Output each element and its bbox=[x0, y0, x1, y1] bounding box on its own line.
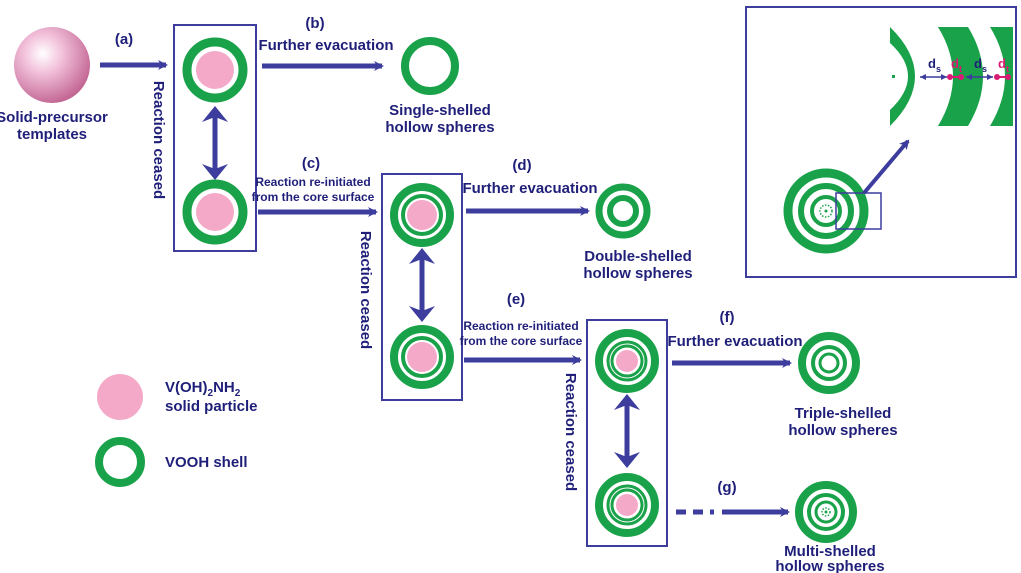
step-g-label: (g) bbox=[717, 479, 736, 496]
further-evacuation-d: Further evacuation bbox=[462, 180, 597, 197]
legend-particle-desc: solid particle bbox=[165, 398, 258, 415]
triple-shelled-sphere bbox=[798, 332, 860, 394]
stage3-box bbox=[586, 319, 668, 547]
triple-label-1: Triple-shelled bbox=[795, 405, 892, 422]
stage1-double-arrow bbox=[202, 106, 228, 180]
reinitiated-e-2: from the core surface bbox=[460, 334, 583, 348]
precursor-label-1: Solid-precursor bbox=[0, 109, 108, 126]
inset-ds-label-2: ds bbox=[974, 56, 987, 74]
multi-label-2: hollow spheres bbox=[775, 558, 884, 573]
step-b-label: (b) bbox=[305, 15, 324, 32]
step-f-label: (f) bbox=[720, 309, 735, 326]
stage3-top-particle bbox=[595, 329, 659, 393]
single-label-1: Single-shelled bbox=[389, 102, 491, 119]
multi-label-1: Multi-shelled bbox=[784, 543, 876, 560]
reinitiated-c-2: from the core surface bbox=[252, 190, 375, 204]
reinitiated-e-1: Reaction re-initiated bbox=[463, 319, 578, 333]
further-evacuation-f: Further evacuation bbox=[667, 333, 802, 350]
inset-zoom-region bbox=[835, 192, 882, 230]
inset-dt-label-2: dt bbox=[998, 56, 1009, 74]
stage1-top-particle bbox=[182, 37, 248, 103]
stage2-top-particle bbox=[390, 183, 454, 247]
legend-particle-formula: V(OH)2NH2 bbox=[165, 379, 241, 399]
legend-particle-swatch bbox=[97, 374, 143, 420]
inset-box bbox=[745, 6, 1017, 278]
inset-concentric-sphere bbox=[783, 168, 869, 254]
reaction-ceased-2: Reaction ceased bbox=[357, 231, 374, 349]
step-a-label: (a) bbox=[115, 31, 133, 48]
precursor-sphere bbox=[14, 27, 90, 103]
stage2-box bbox=[381, 173, 463, 401]
double-label-2: hollow spheres bbox=[583, 265, 692, 282]
double-shelled-sphere bbox=[595, 183, 651, 239]
step-c-label: (c) bbox=[302, 155, 320, 172]
triple-label-2: hollow spheres bbox=[788, 422, 897, 439]
inset-spacing-arrows bbox=[920, 74, 1011, 80]
single-label-2: hollow spheres bbox=[385, 119, 494, 136]
stage3-bottom-particle bbox=[595, 473, 659, 537]
single-shelled-sphere bbox=[401, 37, 459, 95]
double-label-1: Double-shelled bbox=[584, 248, 692, 265]
step-e-label: (e) bbox=[507, 291, 525, 308]
stage3-double-arrow bbox=[614, 394, 640, 468]
step-d-label: (d) bbox=[512, 157, 531, 174]
stage2-bottom-particle bbox=[390, 325, 454, 389]
inset-ds-label-1: ds bbox=[928, 56, 941, 74]
stage2-double-arrow bbox=[409, 248, 435, 322]
stage1-bottom-particle bbox=[182, 179, 248, 245]
inset-dt-label-1: dt bbox=[951, 56, 962, 74]
reaction-ceased-1: Reaction ceased bbox=[150, 81, 167, 199]
reaction-ceased-3: Reaction ceased bbox=[562, 373, 579, 491]
multi-shelled-sphere bbox=[795, 481, 857, 543]
legend-shell-swatch bbox=[95, 437, 145, 487]
further-evacuation-b: Further evacuation bbox=[258, 37, 393, 54]
reinitiated-c-1: Reaction re-initiated bbox=[255, 175, 370, 189]
legend-shell-label: VOOH shell bbox=[165, 454, 248, 471]
inset-zoom-arrow bbox=[862, 139, 910, 195]
stage1-box bbox=[173, 24, 257, 252]
precursor-label-2: templates bbox=[17, 126, 87, 143]
